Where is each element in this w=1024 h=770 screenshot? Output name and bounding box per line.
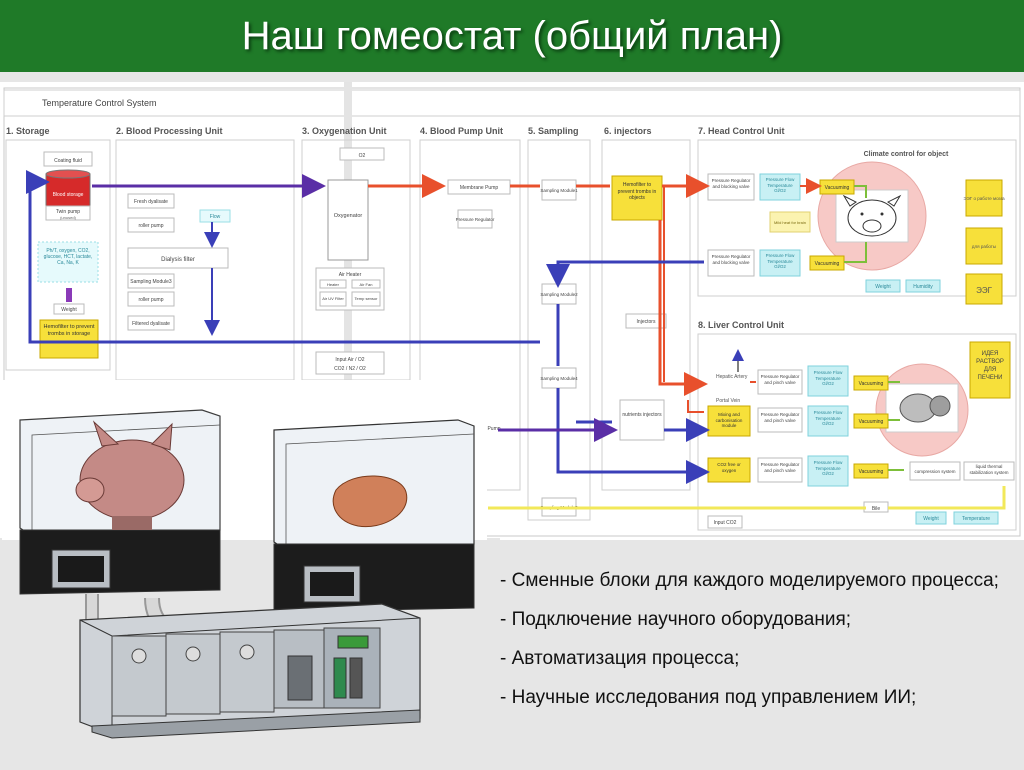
liver-pressure-pinch3-label: Pressure Regulator and pinch valve [760, 462, 800, 473]
head-pft2-label: Pressure Flow Temperature Gl/O2 [765, 253, 795, 269]
hemofilter-storage-label: Hemofilter to prevent trombs in storage [43, 324, 95, 337]
co2-n2-o2-label: CO2 / N2 / O2 [334, 366, 366, 372]
bile-label: Bile [872, 506, 881, 512]
twin-pump-label: Twin pump [56, 209, 80, 215]
dialysis-filter-label: Dialysis filter [161, 257, 195, 263]
temp-sensor-label: Temp sensor [355, 296, 379, 301]
sampling-module3-label: Sampling Module3 [130, 279, 172, 285]
air-uv-filter-label: Air UV Filter [322, 296, 344, 301]
section-blood-processing: 2. Blood Processing Unit [116, 126, 223, 136]
weight-label: Weight [61, 307, 77, 313]
hepatic-artery-label: Hepatic Artery [716, 374, 748, 380]
liver-pft1-label: Pressure Flow Temperature Gl/O2 [813, 370, 843, 386]
pump-label: Pump [487, 426, 500, 432]
blood-storage-label: Blood storage [53, 192, 84, 198]
liver-model-icon [332, 475, 408, 528]
liver-pft3-label: Pressure Flow Temperature Gl/O2 [813, 460, 843, 476]
roller-pump-label: roller pump [138, 223, 163, 229]
coating-fluid-label: Coating fluid [54, 158, 82, 164]
head-pressure-blocking2-label: Pressure Regulator and blocking valve [711, 254, 751, 265]
heater-label: Heater [327, 282, 340, 287]
o2-label: O2 [359, 153, 366, 159]
left-chamber [19, 409, 221, 595]
pig-head-icon [842, 194, 902, 237]
section-injectors: 6. injectors [604, 126, 652, 136]
bullet-item: - Научные исследования под управлением И… [500, 687, 917, 708]
section-sampling: 5. Sampling [528, 126, 579, 136]
device-render-svg [2, 380, 487, 765]
diagram-svg: Temperature Control System 1. Storage 2.… [3, 82, 1021, 537]
co2-oxygen-label: CO2 free or oxygen [717, 462, 741, 473]
equipment-rack [79, 603, 421, 739]
section-liver-control: 8. Liver Control Unit [698, 320, 784, 330]
sampling-module1-label: Sampling Module1 [540, 188, 578, 193]
temperature-label: Temperature [962, 516, 990, 522]
bullet-item: - Подключение научного оборудования; [500, 609, 852, 630]
system-title: Temperature Control System [42, 98, 157, 108]
injectors-box-label: Injectors [637, 319, 656, 325]
brain-note-label: Mild heat for brain [774, 220, 806, 225]
head-pressure-blocking-label: Pressure Regulator and blocking valve [711, 178, 751, 189]
bullet-item: - Сменные блоки для каждого моделируемог… [500, 570, 999, 591]
bullet-item: - Автоматизация процесса; [500, 648, 740, 669]
section-storage: 1. Storage [6, 126, 50, 136]
flow-label: Flow [210, 214, 221, 220]
sampling-module2-label: Sampling Module2 [540, 292, 578, 297]
roller-pump2-label: roller pump [138, 297, 163, 303]
ph-monitor-label: Ph/T, oxygen, CO2, glucose, HCT, lactate… [43, 248, 93, 266]
slide-title: Наш гомеостат (общий план) [241, 14, 783, 58]
head-weight-label: Weight [875, 284, 891, 290]
twin-pump-sub-label: (unused) [60, 215, 76, 220]
hemofilter-objects-label: Hemofilter to prevent trombs in objects [617, 182, 657, 201]
title-bar [0, 0, 1024, 72]
section-blood-pump: 4. Blood Pump Unit [420, 126, 503, 136]
liquid-thermal-label: liquid thermal stabilization system [969, 464, 1009, 475]
head-vacuuming-label: Vacuuming [825, 185, 850, 191]
liver-vacuuming2-label: Vacuuming [859, 419, 884, 425]
head-pft-label: Pressure Flow Temperature Gl/O2 [765, 177, 795, 193]
liver-vacuuming3-label: Vacuuming [859, 469, 884, 475]
compression-system-label: compression system [914, 469, 955, 474]
right-chamber [273, 419, 475, 613]
filtered-dyalisate-label: Filtered dyalisate [132, 321, 170, 327]
nutrients-injectors-label: nutrients injectors [622, 412, 662, 418]
input-air-label: Input Air / O2 [335, 357, 364, 363]
section-oxygenation: 3. Oxygenation Unit [302, 126, 387, 136]
liver-organ-icon [899, 393, 951, 423]
sampling-module4-label: Sampling Module4 [540, 376, 578, 381]
system-diagram: Temperature Control System 1. Storage 2.… [0, 82, 1024, 540]
liver-pressure-pinch1-label: Pressure Regulator and pinch valve [760, 374, 800, 385]
note-2-label: для работы [972, 244, 996, 249]
oxygenator-label: Oxygenator [334, 213, 363, 219]
humidity-label: Humidity [913, 284, 933, 290]
input-co2-label: Input CO2 [714, 520, 737, 526]
portal-vein-label: Portal Vein [716, 398, 740, 404]
bullet-list: - Сменные блоки для каждого моделируемог… [500, 568, 1020, 724]
liver-pressure-pinch2-label: Pressure Regulator and pinch valve [760, 412, 800, 423]
section-head-control: 7. Head Control Unit [698, 126, 785, 136]
membrane-pump-label: Membrane Pump [460, 185, 499, 191]
air-fan-label: Air Fan [360, 282, 373, 287]
mixing-module-label: Mixing and carbonisation module [715, 412, 743, 428]
idea-note-label: ИДЕЯ РАСТВОР ДЛЯ ПЕЧЕНИ [976, 351, 1004, 381]
head-vacuuming2-label: Vacuuming [815, 261, 840, 267]
device-render [2, 380, 487, 765]
liver-pft2-label: Pressure Flow Temperature Gl/O2 [813, 410, 843, 426]
liver-vacuuming1-label: Vacuuming [859, 381, 884, 387]
climate-control-label: Climate control for object [864, 151, 949, 158]
pressure-regulator-label: Pressure Regulator [456, 217, 495, 222]
note-1-label: ЭЭГ о работе мозга [963, 196, 1005, 201]
pig-head-model-icon [75, 420, 185, 530]
liver-weight-label: Weight [923, 516, 939, 522]
eeg-label: ЭЭГ [976, 286, 993, 295]
air-heater-label: Air Heater [339, 272, 362, 278]
fresh-dyalisate-label: Fresh dyalisate [134, 199, 168, 205]
